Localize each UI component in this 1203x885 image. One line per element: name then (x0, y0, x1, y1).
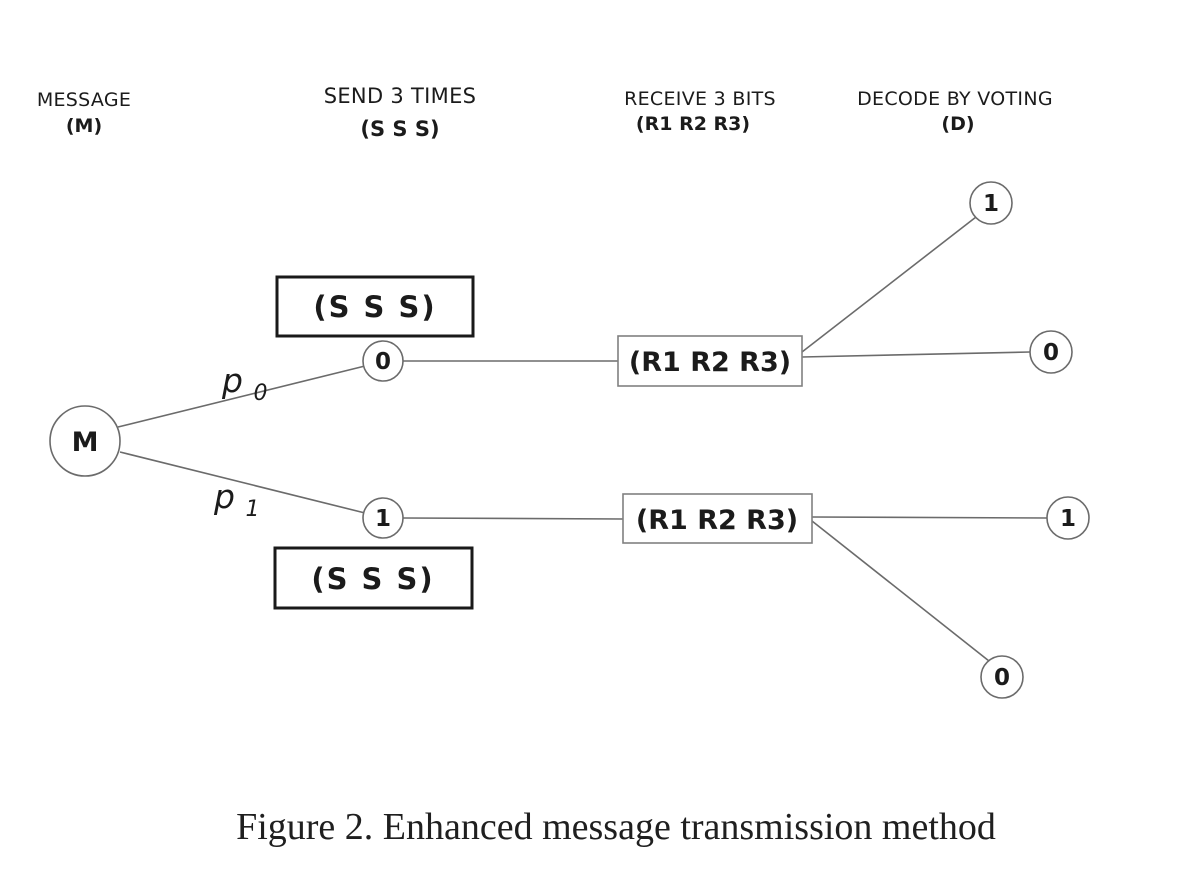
edge-message-to-bit1 (119, 451, 366, 514)
receive-box-top-rect (617, 335, 803, 387)
send-bit-0-circle (362, 340, 404, 382)
decode-top-upper-label: 1 (983, 191, 999, 217)
p1-base: p (213, 477, 235, 516)
column-header-send: SEND 3 TIMES (S S S) (324, 84, 477, 141)
column-header-receive: RECEIVE 3 BITS (R1 R2 R3) (624, 88, 776, 135)
edge-receive-top-to-decode-1 (801, 216, 977, 353)
sss-box-bottom-label: (S S S) (311, 562, 434, 596)
figure-caption: Figure 2. Enhanced message transmission … (236, 806, 996, 848)
send-bit-0-label: 0 (375, 349, 391, 375)
node-send-bit-1: 1 (362, 497, 404, 539)
decode-bottom-lower-label: 0 (994, 665, 1010, 691)
sss-box-top-label: (S S S) (313, 290, 436, 324)
decode-bottom-lower-circle (980, 655, 1024, 699)
node-message: M (49, 405, 121, 477)
decode-bottom-right-label: 1 (1060, 506, 1076, 532)
p0-subscript: 0 (253, 381, 267, 406)
decode-top-right-label: 0 (1043, 340, 1059, 366)
column-title-message: MESSAGE (37, 89, 131, 111)
receive-box-bottom-rect (622, 493, 813, 544)
edge-label-p1: p 1 (213, 477, 259, 522)
node-decode-bottom-right: 1 (1046, 496, 1090, 540)
column-symbol-message: (M) (66, 115, 102, 137)
column-header-decode: DECODE BY VOTING (D) (857, 88, 1053, 135)
edge-label-p0: p 0 (221, 361, 267, 406)
decode-top-right-circle (1029, 330, 1073, 374)
column-symbol-decode: (D) (941, 113, 974, 135)
node-send-bit-0: 0 (362, 340, 404, 382)
node-decode-bottom-lower: 0 (980, 655, 1024, 699)
message-label: M (72, 427, 99, 458)
send-bit-1-label: 1 (375, 506, 391, 532)
send-bit-1-circle (362, 497, 404, 539)
receive-box-top: (R1 R2 R3) (617, 335, 803, 387)
column-header-message: MESSAGE (M) (37, 89, 131, 137)
edge-message-to-bit0 (117, 365, 366, 428)
sss-box-top: (S S S) (275, 275, 475, 338)
column-title-receive: RECEIVE 3 BITS (624, 88, 776, 110)
message-circle (49, 405, 121, 477)
edge-bit1-to-receive-bottom (402, 517, 624, 520)
edge-receive-top-to-decode-0 (801, 351, 1031, 358)
sss-box-bottom: (S S S) (273, 546, 474, 610)
decode-top-upper-circle (969, 181, 1013, 225)
p1-subscript: 1 (245, 497, 259, 522)
decode-bottom-right-circle (1046, 496, 1090, 540)
node-decode-top-right: 0 (1029, 330, 1073, 374)
p0-base: p (221, 361, 243, 400)
sss-box-bottom-rect (273, 546, 474, 610)
receive-box-top-label: (R1 R2 R3) (629, 347, 791, 378)
column-title-send: SEND 3 TIMES (324, 84, 477, 108)
node-decode-top-upper: 1 (969, 181, 1013, 225)
receive-box-bottom-label: (R1 R2 R3) (636, 505, 798, 536)
column-symbol-receive: (R1 R2 R3) (636, 113, 750, 135)
sss-box-top-rect (275, 275, 475, 338)
edge-receive-bottom-to-decode-0 (811, 520, 990, 662)
column-title-decode: DECODE BY VOTING (857, 88, 1053, 110)
column-symbol-send: (S S S) (360, 117, 439, 141)
receive-box-bottom: (R1 R2 R3) (622, 493, 813, 544)
edge-receive-bottom-to-decode-1 (811, 516, 1048, 519)
